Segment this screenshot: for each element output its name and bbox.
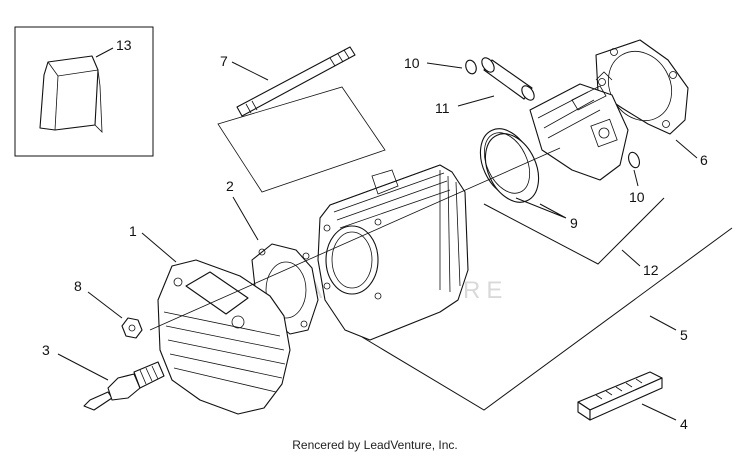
callout-4: 4 xyxy=(680,416,688,432)
callout-10-bottom: 10 xyxy=(629,189,645,205)
callout-2: 2 xyxy=(226,178,234,194)
part-5-cylinder[interactable] xyxy=(317,164,469,341)
part-10-circlip-bottom[interactable] xyxy=(627,151,642,169)
part-7-stud[interactable] xyxy=(217,46,386,193)
part-1-cylinder-head[interactable] xyxy=(157,259,291,415)
part-4-tool-bar[interactable] xyxy=(577,371,663,421)
callout-5: 5 xyxy=(680,327,688,343)
callout-12: 12 xyxy=(643,262,659,278)
callout-3: 3 xyxy=(42,342,50,358)
part-8-nut[interactable] xyxy=(121,317,143,339)
callout-7: 7 xyxy=(220,53,228,69)
callout-6: 6 xyxy=(700,152,708,168)
callout-9: 9 xyxy=(570,215,578,231)
part-3-spark-plug[interactable] xyxy=(83,361,165,411)
part-9-piston-rings[interactable] xyxy=(470,120,549,211)
callout-13: 13 xyxy=(116,37,132,53)
footer-credit: Rencered by LeadVenture, Inc. xyxy=(292,438,458,452)
callout-8: 8 xyxy=(74,278,82,294)
part-13-manual[interactable] xyxy=(14,26,154,157)
part-11-piston-pin[interactable] xyxy=(479,56,536,103)
part-10-circlip-top[interactable] xyxy=(464,59,478,76)
callout-11: 11 xyxy=(435,100,450,116)
callout-10-top: 10 xyxy=(404,55,420,71)
part-12-piston[interactable] xyxy=(529,71,629,181)
callout-1: 1 xyxy=(129,223,137,239)
